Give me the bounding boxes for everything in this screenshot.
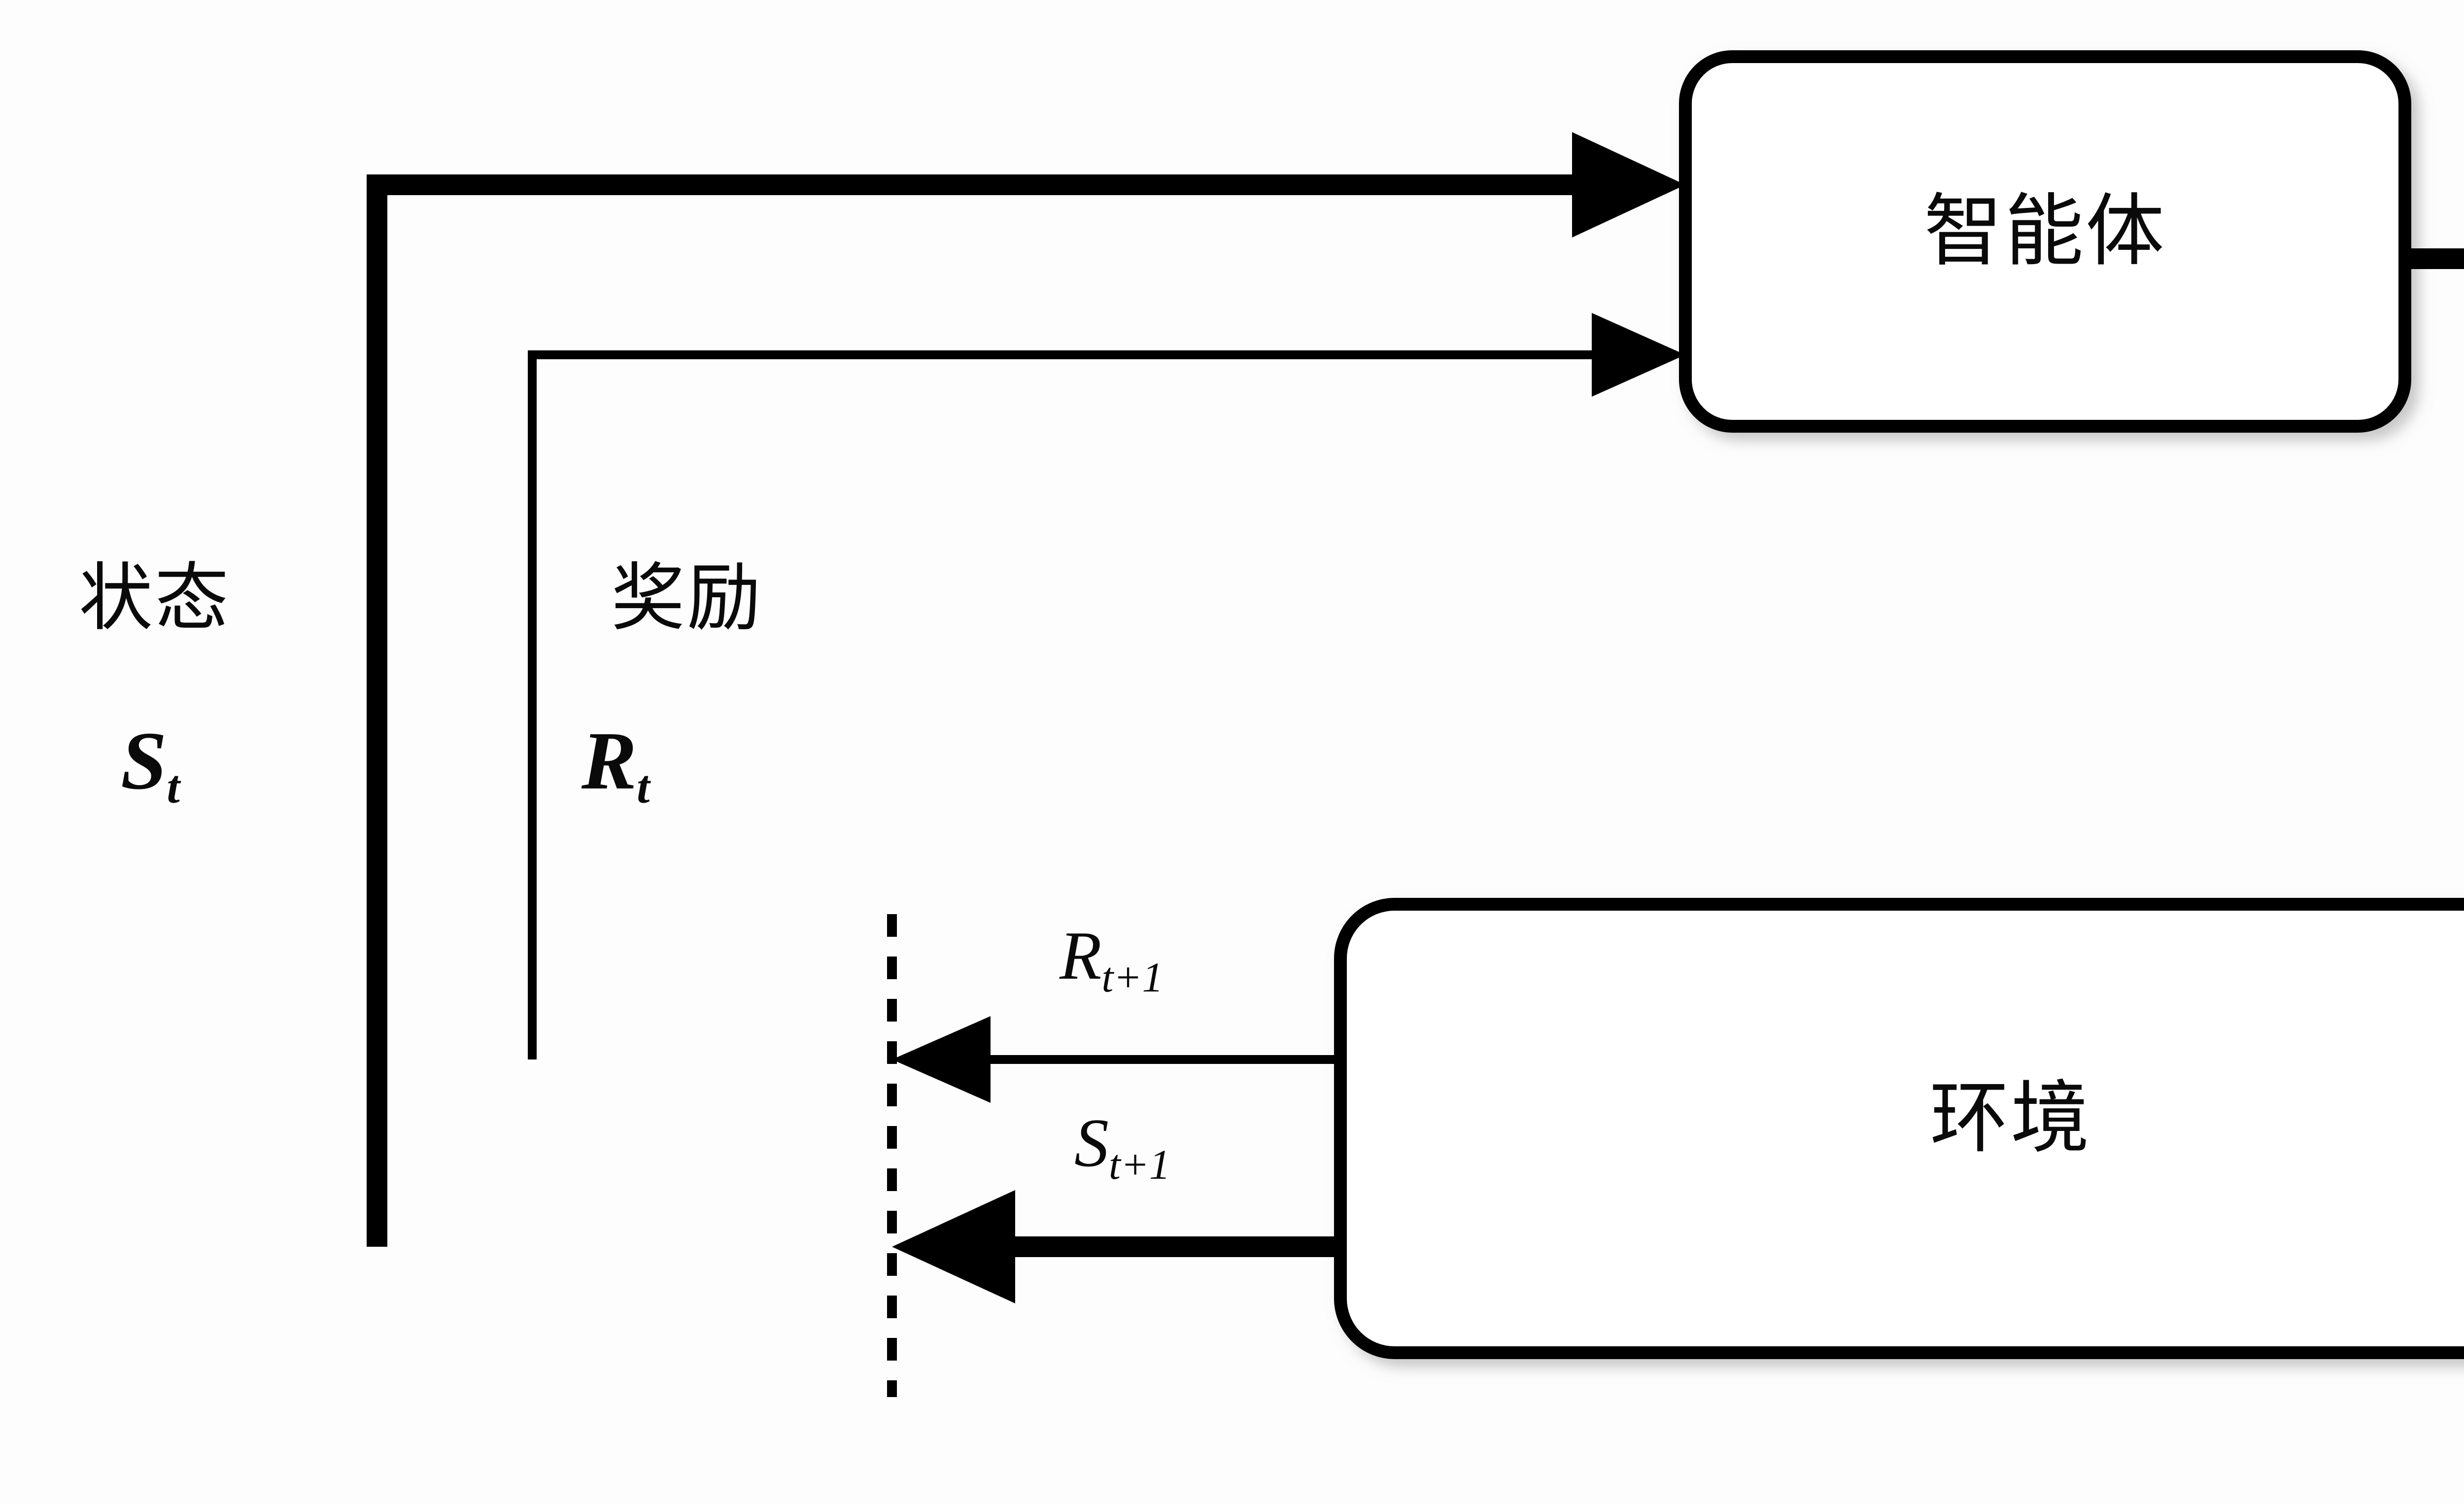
next-state-symbol: St+1 — [1074, 1109, 1170, 1186]
next-reward-symbol-base: R — [1060, 918, 1102, 994]
reward-loop-path — [528, 313, 1685, 1059]
state-symbol: St — [121, 719, 180, 811]
reward-loop-line — [528, 350, 1626, 1059]
next-reward-symbol-subscript: t+1 — [1101, 953, 1164, 1001]
state-symbol-base: S — [121, 715, 167, 807]
state-loop-line — [367, 174, 1616, 1247]
next-reward-arrow — [892, 1016, 1340, 1103]
environment-label: 环境 — [1929, 1075, 2091, 1162]
next-state-arrow — [892, 1190, 1340, 1303]
state-loop-path — [367, 132, 1685, 1247]
state-symbol-subscript: t — [167, 760, 180, 813]
reward-arrowhead-icon — [1592, 313, 1685, 397]
agent-label: 智能体 — [1923, 188, 2166, 275]
state-label-cjk: 状态 — [79, 558, 231, 640]
next-reward-symbol: Rt+1 — [1060, 922, 1163, 998]
reward-symbol: Rt — [582, 719, 650, 811]
state-arrowhead-icon — [1572, 132, 1685, 238]
environment-box[interactable] — [1334, 898, 2464, 1359]
reward-symbol-base: R — [582, 715, 637, 807]
next-state-arrowhead-icon — [892, 1190, 1015, 1303]
agent-box[interactable] — [1679, 50, 2411, 433]
reward-symbol-subscript: t — [637, 760, 650, 813]
next-state-symbol-base: S — [1074, 1105, 1109, 1181]
reward-label-cjk: 奖励 — [611, 558, 763, 640]
next-reward-arrowhead-icon — [892, 1016, 991, 1103]
next-state-symbol-subscript: t+1 — [1109, 1140, 1170, 1188]
agent-node[interactable] — [1679, 50, 2411, 433]
environment-node[interactable] — [1334, 898, 2464, 1359]
